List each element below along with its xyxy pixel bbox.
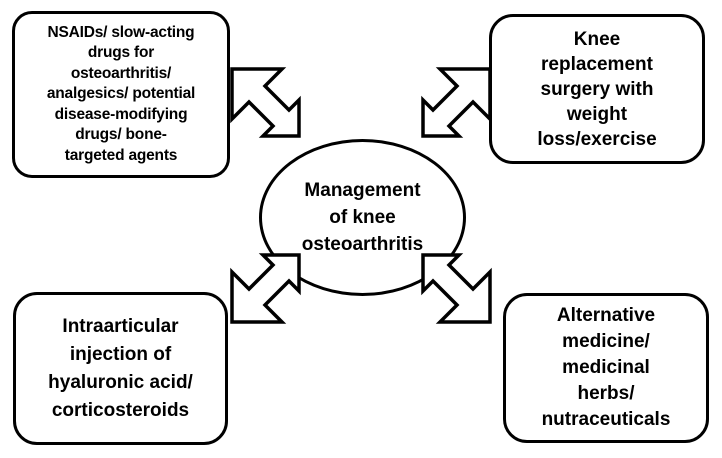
node-box-injection[interactable]: Intraarticular injection of hyaluronic a… (13, 292, 228, 445)
center-node-ellipse[interactable]: Management of knee osteoarthritis (259, 139, 466, 296)
node-label-pharmacologic: NSAIDs/ slow-acting drugs for osteoarthr… (46, 23, 196, 164)
node-box-alternative[interactable]: Alternative medicine/ medicinal herbs/ n… (503, 293, 709, 443)
node-box-pharmacologic[interactable]: NSAIDs/ slow-acting drugs for osteoarthr… (12, 11, 230, 178)
node-label-surgical: Knee replacement surgery with weight los… (537, 28, 657, 150)
node-box-surgical[interactable]: Knee replacement surgery with weight los… (489, 14, 705, 164)
node-label-alternative: Alternative medicine/ medicinal herbs/ n… (541, 305, 671, 430)
arrow-down-left-icon (421, 67, 492, 138)
arrow-down-right-icon (230, 67, 301, 138)
center-node-label: Management of knee osteoarthritis (301, 180, 424, 255)
node-label-injection: Intraarticular injection of hyaluronic a… (48, 315, 193, 421)
